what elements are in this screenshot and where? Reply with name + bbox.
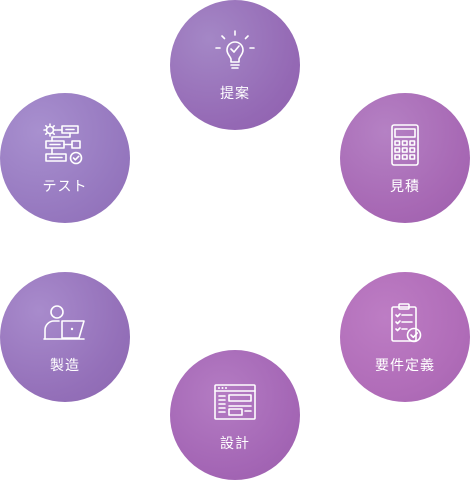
browser-layout-icon: [214, 384, 256, 420]
step-label: テスト: [42, 179, 88, 195]
clipboard-check-icon: [391, 303, 422, 343]
flowchart-gear-icon: [43, 123, 83, 165]
step-label: 製造: [50, 358, 80, 374]
step-proposal: 提案: [170, 0, 300, 130]
step-test: テスト: [0, 93, 130, 223]
step-estimate: 見積: [340, 93, 470, 223]
step-label: 要件定義: [375, 358, 435, 374]
step-label: 見積: [390, 179, 420, 195]
lightbulb-icon: [215, 30, 255, 69]
step-label: 提案: [220, 86, 250, 102]
calculator-icon: [391, 124, 419, 166]
step-manufacturing: 製造: [0, 272, 130, 402]
developer-laptop-icon: [43, 305, 85, 340]
step-design: 設計: [170, 350, 300, 480]
step-requirements: 要件定義: [340, 272, 470, 402]
step-label: 設計: [220, 436, 250, 452]
